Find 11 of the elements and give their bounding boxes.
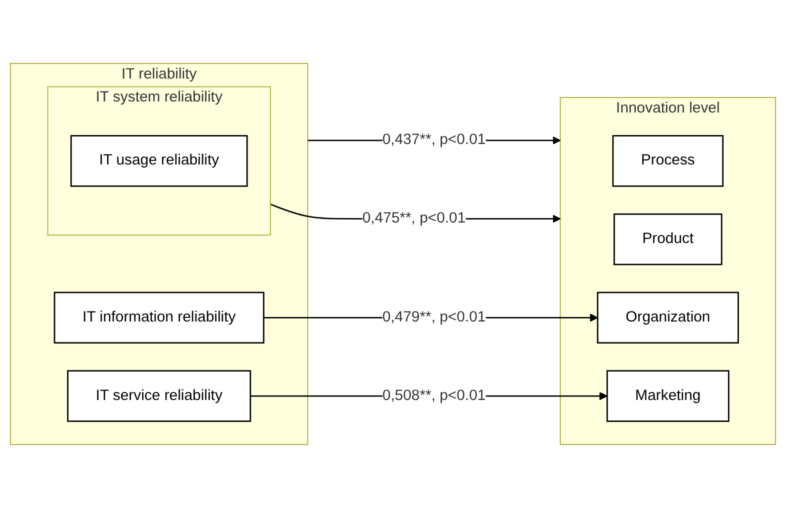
node-box: Process	[612, 134, 724, 186]
node-box: IT service reliability	[67, 370, 252, 422]
node-box: IT information reliability	[54, 291, 264, 344]
edge-label: 0,437**, p<0.01	[382, 132, 486, 148]
edge-label: 0,508**, p<0.01	[382, 387, 486, 403]
edge-label: 0,475**, p<0.01	[362, 210, 466, 226]
node-box: Marketing	[606, 370, 730, 422]
node-box: IT usage reliability	[70, 134, 248, 186]
edge-label: 0,479**, p<0.01	[382, 308, 486, 325]
node-box: Product	[614, 212, 722, 265]
node-box: Organization	[596, 291, 739, 344]
